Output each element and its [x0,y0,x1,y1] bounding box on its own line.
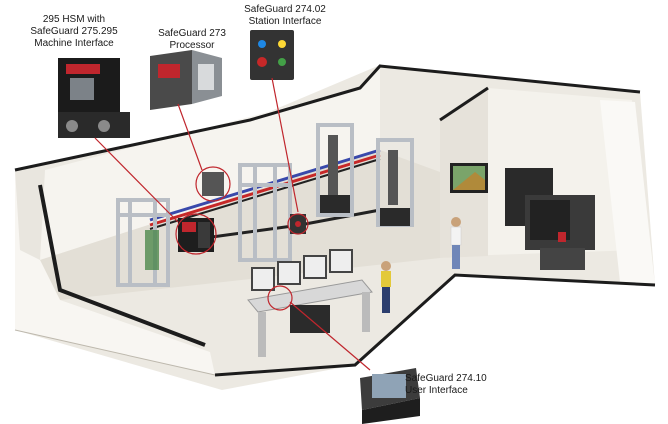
hsm-label-line1: 295 HSM with [42,14,106,25]
large-machine [505,168,595,270]
callout-lines [94,77,371,371]
room-walls [14,64,656,390]
left-wall [15,170,215,375]
ui-label-line1: SafeGuard 274.10 [405,373,487,384]
station-callout-label: SafeGuard 274.02 Station Interface [233,4,337,28]
processor-callout-label: SafeGuard 273 Processor [146,28,238,52]
processor-callout-circle [195,166,231,202]
hsm-callout-label: 295 HSM with SafeGuard 275.295 Machine I… [18,14,130,50]
ui-callout-circle [267,285,293,311]
processor-callout-image [150,50,222,110]
back-wall [40,66,380,260]
ui-callout-image [360,368,420,424]
person-engineer [450,217,462,269]
ui-label-line2: User Interface [405,385,468,396]
wall-monitor [450,163,488,193]
hsm-callout-circle [175,213,217,255]
hsm-label-line3: Machine Interface [34,38,114,49]
hsm-label-line2: SafeGuard 275.295 [30,26,118,37]
hsm-callout-image [58,58,130,138]
processor-unit [202,172,224,196]
station-callout-circle [287,213,309,235]
hsm-unit [178,218,214,252]
station-label-line1: SafeGuard 274.02 [244,4,326,15]
station-callout-image [250,30,294,80]
ui-callout-label: SafeGuard 274.10 User Interface [405,373,509,397]
operator-desk [247,249,373,357]
wall-top-edge [14,64,641,172]
processor-label-line1: SafeGuard 273 [158,28,226,39]
processor-label-line2: Processor [169,40,215,51]
test-frame-middle [238,163,292,262]
station-label-line2: Station Interface [248,16,322,27]
person-operator [381,261,391,313]
